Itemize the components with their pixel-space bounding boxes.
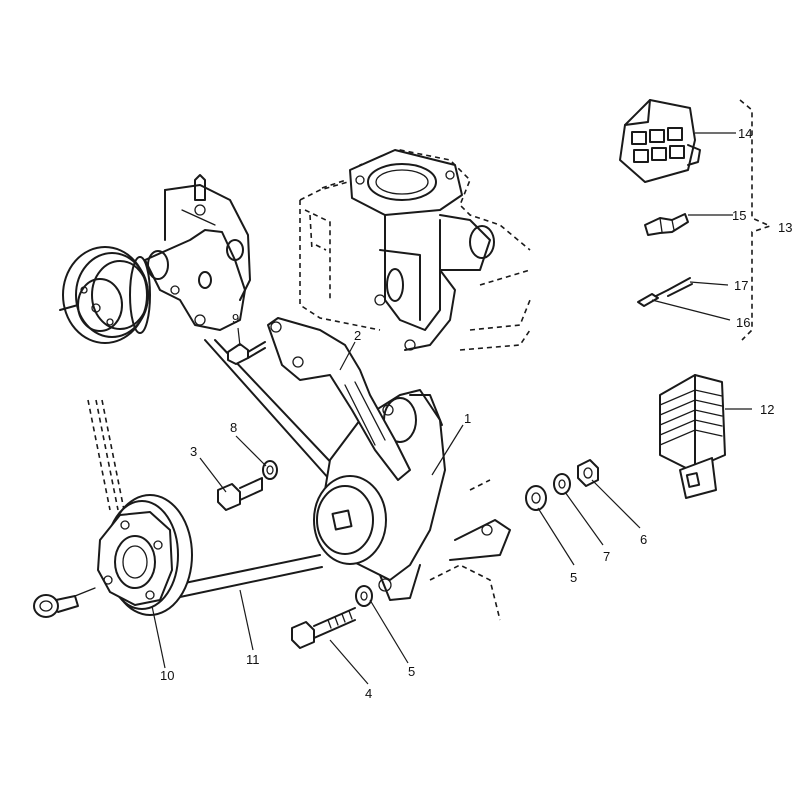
callout-labels: 1 2 3 4 5 5 6 7 8 9 10 11 12 13 14 15 16… xyxy=(160,126,792,701)
callout-15: 15 xyxy=(732,208,746,223)
bolt-3 xyxy=(217,477,263,511)
callout-1: 1 xyxy=(464,411,471,426)
callout-4: 4 xyxy=(365,686,372,701)
washer-5-upper xyxy=(525,485,547,511)
washer-8 xyxy=(262,460,278,480)
fan-belt xyxy=(174,339,341,598)
callout-2: 2 xyxy=(354,328,361,343)
bolt-9 xyxy=(227,341,266,365)
terminal-pin-16 xyxy=(637,289,669,307)
crankshaft-bolt xyxy=(33,587,96,618)
lock-washer-7 xyxy=(553,473,571,495)
engine-block-outline xyxy=(299,149,531,351)
callout-11: 11 xyxy=(246,652,260,667)
callout-5-upper: 5 xyxy=(570,570,577,585)
regulator-12 xyxy=(659,374,726,499)
callout-10: 10 xyxy=(160,668,174,683)
callout-14: 14 xyxy=(738,126,752,141)
connector-14 xyxy=(619,99,701,183)
wire-17 xyxy=(667,277,693,297)
callout-7: 7 xyxy=(603,549,610,564)
bolt-4 xyxy=(291,607,356,649)
washer-5-lower xyxy=(355,585,373,607)
callout-13: 13 xyxy=(778,220,792,235)
leader-lines xyxy=(151,132,752,685)
nut-6 xyxy=(577,459,599,487)
water-pump-pulley xyxy=(59,246,151,344)
alternator-bracket xyxy=(267,317,411,481)
callout-16: 16 xyxy=(736,315,750,330)
callout-6: 6 xyxy=(640,532,647,547)
water-pump-body xyxy=(144,174,251,331)
callout-3: 3 xyxy=(190,444,197,459)
callout-9: 9 xyxy=(232,311,239,326)
crankshaft-pulley xyxy=(87,399,193,616)
callout-12: 12 xyxy=(760,402,774,417)
callout-8: 8 xyxy=(230,420,237,435)
callout-17: 17 xyxy=(734,278,748,293)
alternator xyxy=(313,389,511,621)
thermostat-housing xyxy=(349,149,495,351)
terminal-15 xyxy=(644,213,689,236)
callout-5-lower: 5 xyxy=(408,664,415,679)
